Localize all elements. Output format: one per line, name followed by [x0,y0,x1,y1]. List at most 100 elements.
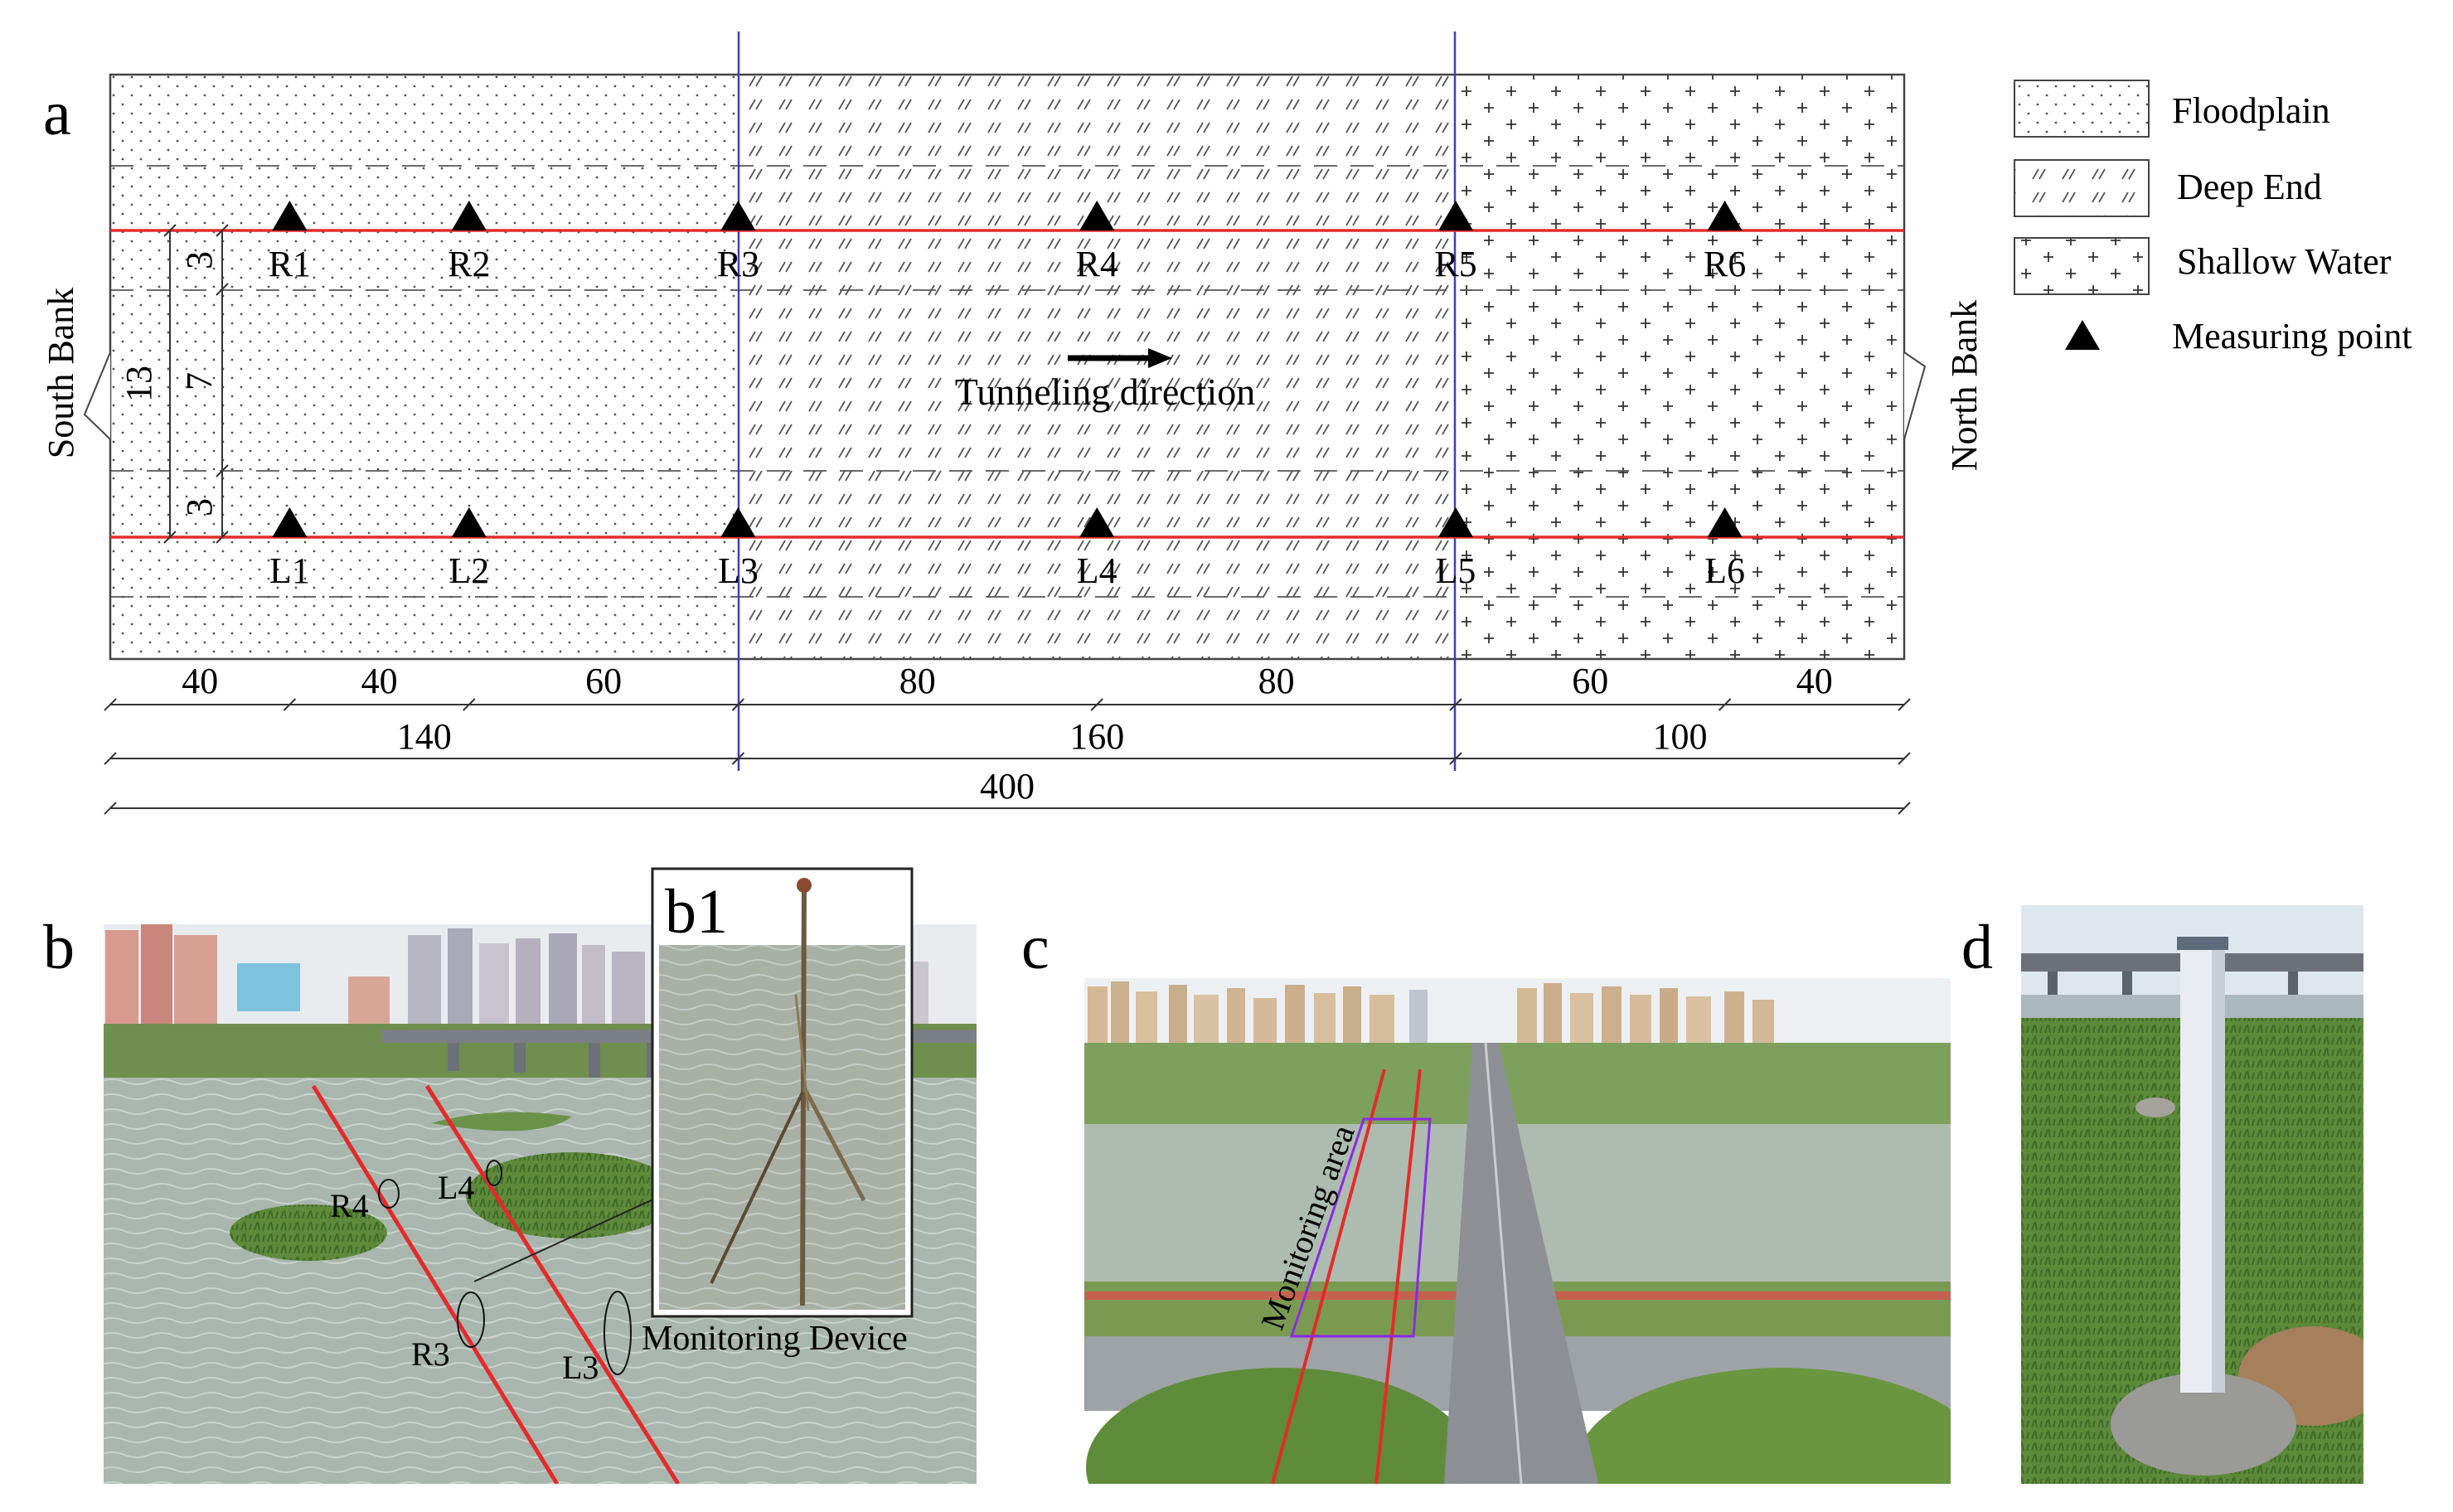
inset-b1-reed-3 [794,994,810,1112]
inset-b1-reed-2 [802,1086,866,1202]
measuring-point-label-r6: R6 [1704,244,1746,284]
photo-b-marker-r4 [378,1179,400,1209]
inset-b1-ripples [659,945,905,1310]
legend-swatch-deep-end [2014,159,2150,217]
photo-b-callout-line [473,1197,657,1282]
dim-tick [104,698,117,711]
measuring-point-label-l6: L6 [1704,550,1745,591]
inset-b1-device-rod [800,884,807,1306]
measuring-point-label-r2: R2 [448,244,490,284]
break-mark-north [1903,351,1927,440]
measuring-point-l1-icon [272,507,308,537]
dim-label-row3: 400 [980,766,1035,807]
dim-tick [104,802,117,815]
legend-swatch-shallow-water [2014,237,2150,295]
legend-triangle-icon [2065,320,2100,350]
dim-label-row1: 60 [1572,661,1608,701]
legend-label-floodplain: Floodplain [2172,90,2330,131]
dim-vertical-total: 13 [119,366,159,402]
photo-b-island-right-grass [466,1152,678,1238]
dim-vertical-middle: 7 [179,372,220,390]
photo-b-tunnel-line-r [311,1084,560,1484]
measuring-point-label-l4: L4 [1077,550,1117,591]
panel-d: d [1961,905,2363,1484]
dim-tick [1090,698,1103,711]
photo-b-island-left-grass [230,1204,387,1261]
panel-d-label: d [1961,913,1993,982]
measuring-point-label-l3: L3 [718,550,759,591]
dim-label-row1: 60 [585,661,622,701]
dim-tick [1898,698,1911,711]
panel-b: b [43,867,977,1484]
photo-c [1084,978,1951,1484]
legend: Floodplain Deep End Shallow Water Measur… [2014,80,2412,356]
panel-a-label: a [43,79,71,148]
vertical-dimensions [163,224,229,544]
dim-label-row2: 160 [1069,716,1124,757]
measuring-point-r5-icon [1438,201,1473,230]
dim-label-row1: 40 [182,661,218,701]
photo-d [2021,905,2363,1484]
dim-label-row2: 140 [397,716,452,757]
zone-shallow-water [1455,75,1904,659]
dashed-guides [110,165,1904,598]
zone-deep-end [739,75,1455,659]
photo-c-tunnel-line-r [1271,1069,1386,1484]
tunneling-direction-label: Tunneling direction [955,371,1255,413]
break-mark-south [83,351,111,440]
dim-tick [463,698,476,711]
photo-b-label-r3: R3 [411,1335,450,1373]
dim-tick [1449,698,1462,711]
inset-b1-reed-1 [710,1092,804,1284]
photo-d-stone [2135,1098,2175,1117]
photo-c-skyline [1088,981,1774,1044]
photo-d-pile-shade [2212,945,2225,1393]
measuring-point-l4-icon [1079,507,1115,537]
photo-c-far-land [1084,1043,1951,1126]
north-bank-label: North Bank [1944,300,1985,472]
dim-tick [104,752,117,765]
photo-b-label-r4: R4 [330,1187,369,1224]
measuring-point-r2-icon [451,201,487,230]
inset-b1: b1 [651,867,914,1318]
measuring-point-label-r4: R4 [1076,244,1118,284]
dim-tick [1898,802,1911,815]
dim-tick [283,698,297,711]
legend-label-deep-end: Deep End [2177,167,2322,207]
measuring-point-l6-icon [1707,507,1743,537]
measuring-point-r4-icon [1079,201,1115,230]
photo-b-caption: Monitoring Device [642,1320,908,1358]
dim-vertical-top: 3 [179,251,220,269]
photo-c-tunnel-line-l [1374,1069,1422,1484]
measuring-point-label-r1: R1 [269,244,311,284]
legend-label-shallow-water: Shallow Water [2177,241,2392,282]
inset-b1-device-top-icon [797,878,812,893]
panel-c: c [1021,913,1951,1484]
panel-c-label: c [1021,913,1050,982]
dim-label-row1: 40 [361,661,398,701]
dim-label-row2: 100 [1653,716,1708,757]
tunneling-arrow-head [1148,348,1172,368]
measuring-point-l3-icon [720,507,756,537]
dim-tick [731,752,745,765]
measuring-point-r3-icon [720,201,756,230]
dim-label-row1: 80 [1258,661,1295,701]
dim-vertical-bottom: 3 [179,498,220,516]
measuring-point-label-r3: R3 [717,244,759,284]
photo-b-label-l4: L4 [438,1169,474,1206]
measuring-point-r6-icon [1707,201,1743,230]
photo-b-label-l3: L3 [562,1349,599,1386]
monitoring-area-outline [1289,1117,1432,1338]
photo-d-pile-cap [2177,937,2228,950]
measuring-point-label-l2: L2 [448,550,489,591]
south-bank-label: South Bank [41,288,81,459]
panel-b-label: b [43,913,75,982]
dim-tick [1718,698,1732,711]
measuring-point-l5-icon [1438,507,1473,537]
legend-label-measuring-point: Measuring point [2172,316,2412,356]
dim-tick [1898,752,1911,765]
measuring-point-label-l1: L1 [269,550,310,591]
